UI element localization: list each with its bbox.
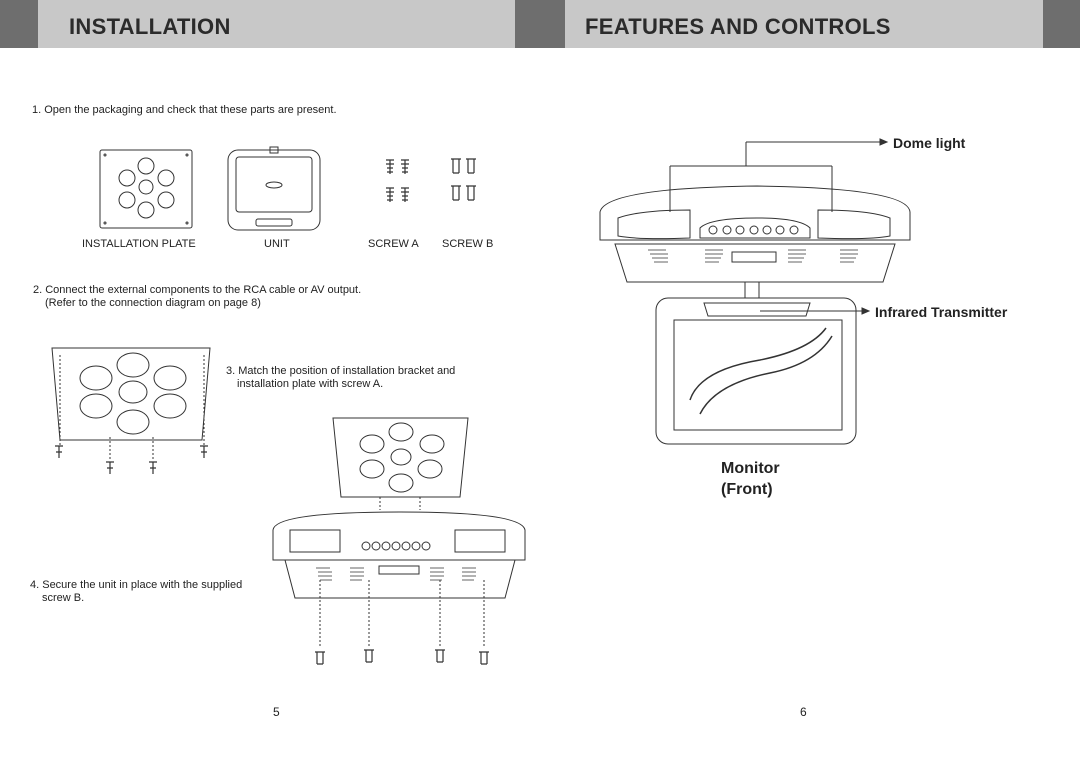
screw-b-icon [451,158,476,201]
monitor-front-drawing [599,185,911,445]
part-label-screw-b: SCREW B [442,238,494,250]
step3-bracket-drawing [332,417,469,510]
part-label-installation-plate: INSTALLATION PLATE [82,238,196,250]
part-label-unit: UNIT [264,238,290,250]
unit-icon [227,146,321,231]
infrared-leader [760,307,871,315]
installation-plate-icon [99,149,193,229]
step3-plate-drawing [51,347,211,474]
caption-front: (Front) [721,481,773,498]
caption-monitor: Monitor [721,460,780,477]
step3-line1: 3. Match the position of installation br… [226,365,456,377]
screw-a-icon [386,159,409,202]
step4-unit-drawing [272,511,526,665]
part-label-screw-a: SCREW A [368,238,419,250]
step1-text: 1. Open the packaging and check that the… [32,104,337,116]
step4-line1: 4. Secure the unit in place with the sup… [30,579,243,591]
right-page-number: 6 [800,705,807,719]
label-infrared-transmitter: Infrared Transmitter [875,304,1008,320]
left-header-cap-right [515,0,565,48]
right-header-cap [1043,0,1080,48]
step4-line2: screw B. [42,592,85,604]
left-header-bar [0,0,515,48]
right-page-title: FEATURES AND CONTROLS [585,14,891,39]
step2-line1: 2. Connect the external components to th… [33,284,362,296]
right-header-bar [565,0,1043,48]
left-page-title: INSTALLATION [69,14,231,39]
dome-light-leader [669,138,889,212]
step3-line2: installation plate with screw A. [237,378,384,390]
left-page-number: 5 [273,705,280,719]
left-header-cap [0,0,38,48]
label-dome-light: Dome light [893,135,966,151]
step2-line2: (Refer to the connection diagram on page… [45,297,261,309]
